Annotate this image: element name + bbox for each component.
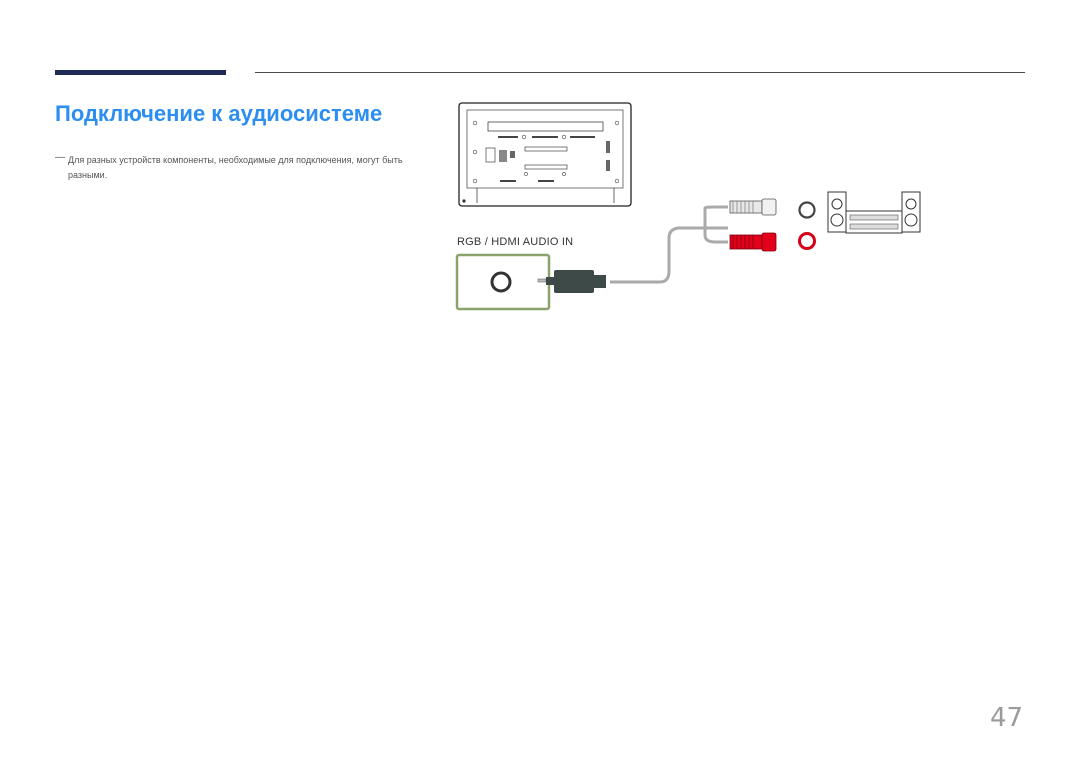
rca-plug-white (729, 198, 777, 216)
stereo-mini-plug (537, 270, 606, 293)
audio-system (827, 191, 921, 234)
note-text: Для разных устройств компоненты, необход… (68, 155, 403, 180)
page-number: 47 (990, 703, 1024, 733)
note-dash: ― (55, 152, 65, 163)
header-accent-bar (55, 70, 226, 75)
connection-diagram (455, 102, 921, 311)
rca-jack-red (798, 232, 816, 250)
port-label: RGB / HDMI AUDIO IN (457, 236, 574, 248)
rca-jack-white (798, 201, 816, 219)
header-rule (255, 72, 1025, 73)
rca-plug-red (729, 232, 777, 252)
audio-in-port (455, 253, 551, 311)
page-title: Подключение к аудиосистеме (55, 101, 383, 126)
audio-cable-branch (703, 205, 728, 244)
note: ― Для разных устройств компоненты, необх… (55, 152, 435, 183)
audio-cable (610, 226, 728, 284)
monitor-rear-panel (458, 102, 632, 207)
